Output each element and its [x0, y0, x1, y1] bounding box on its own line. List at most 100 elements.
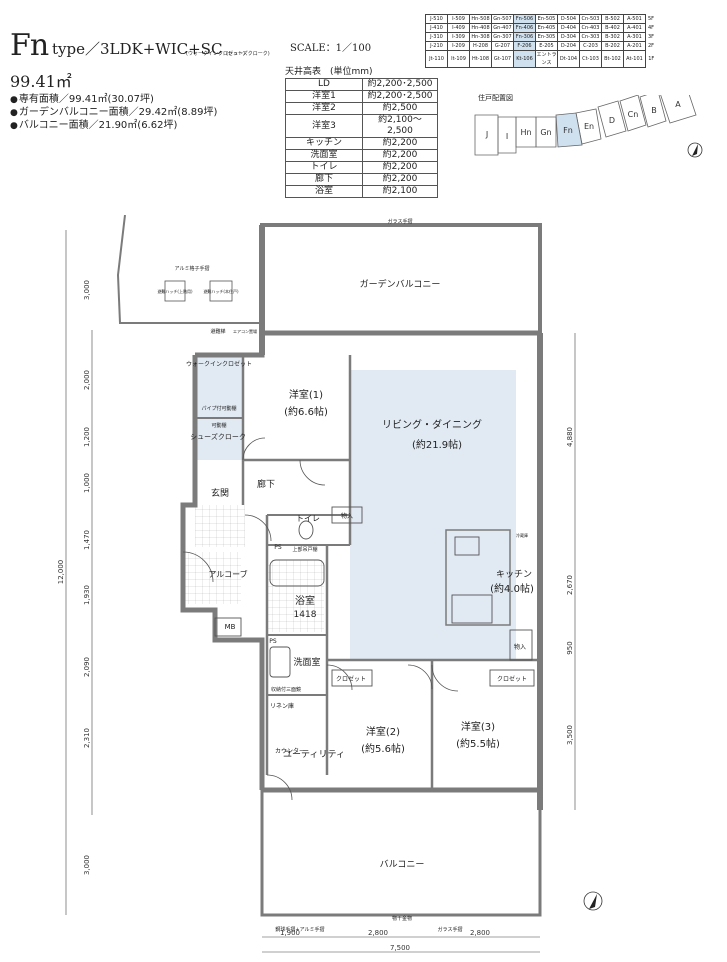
- floor-label: 1F: [648, 56, 655, 62]
- unit-cell: A-201: [623, 41, 646, 51]
- unit-cell: B-402: [601, 23, 624, 33]
- unit-cell: F-206: [513, 41, 536, 51]
- keymap-unit-i: [497, 116, 517, 154]
- ceiling-room: LD: [285, 78, 363, 91]
- area-balcony: バルコニー面積／21.90㎡(6.62坪): [10, 116, 178, 131]
- ceiling-height: 約2,200: [362, 137, 438, 150]
- sc-note: (シューズクローク): [226, 51, 270, 57]
- label-storage1: 物入: [341, 512, 353, 520]
- ceiling-room: 洋室1: [285, 90, 363, 103]
- ceiling-room: 廊下: [285, 173, 363, 186]
- label-living-size: (約21.9帖): [412, 438, 462, 451]
- label-utility: ユーティリティ: [283, 749, 345, 760]
- unit-cell: J-210: [425, 41, 448, 51]
- unit-cell: Hn-508: [469, 14, 492, 24]
- unit-cell: B-302: [601, 32, 624, 42]
- dim-left-value: 2,000: [83, 370, 91, 390]
- ceiling-height: 約2,200: [362, 173, 438, 186]
- label-evac-label: 避難梯: [210, 328, 225, 335]
- ceiling-height: 約2,100～2,500: [362, 114, 438, 138]
- highlight-areas: [195, 355, 516, 660]
- label-kitchen: キッチン: [496, 569, 532, 580]
- label-bottom-rail-left: 鋼球手摺+アルミ手摺: [275, 926, 324, 933]
- unit-cell: Gn-307: [491, 32, 514, 42]
- wic-floor-highlight: [195, 355, 243, 460]
- dim-left-value: 3,000: [83, 280, 91, 300]
- north-arrow-icon: [583, 891, 603, 911]
- area-total: 99.41㎡: [10, 72, 72, 91]
- unit-cell: Gn-407: [491, 23, 514, 33]
- keymap-unit-a: [660, 95, 697, 124]
- dim-bottom-value: 2,800: [368, 929, 388, 937]
- floor-label: 3F: [647, 34, 655, 40]
- dim-right-value: 2,670: [566, 575, 574, 595]
- toilet-bowl: [298, 520, 314, 540]
- unit-cell: Cn-403: [579, 23, 602, 33]
- keymap-unit-cn: [619, 95, 647, 132]
- unit-cell: C-203: [579, 41, 602, 51]
- label-shoes-cloak: シューズクローク: [190, 432, 246, 441]
- unit-cell: Fn-306: [513, 32, 536, 42]
- label-room1: 洋室(1): [289, 388, 323, 401]
- keymap-unit-j: [474, 114, 499, 156]
- keymap-label-j: J: [485, 130, 488, 139]
- mb-box: [214, 617, 242, 637]
- unit-cell: G-207: [491, 41, 514, 51]
- unit-cell: J-510: [425, 14, 448, 24]
- unit-cell: A-301: [623, 32, 646, 42]
- doors: [182, 437, 459, 801]
- living-floor-highlight: [350, 370, 516, 660]
- evac-hatches: [164, 280, 233, 302]
- unit-cell: I-509: [447, 14, 470, 24]
- sink: [454, 536, 480, 556]
- ceiling-room: 洋室3: [285, 114, 363, 138]
- dim-left-value: 3,000: [83, 855, 91, 875]
- floor-label: 5F: [647, 16, 655, 22]
- unit-cell: Kt-106: [513, 50, 536, 68]
- unit-cell: En-505: [535, 14, 558, 24]
- ceiling-height: 約2,200: [362, 149, 438, 162]
- label-balcony: バルコニー: [380, 859, 425, 870]
- ceiling-row: キッチン約2,200: [285, 137, 438, 150]
- north-arrow-icon: [687, 142, 703, 158]
- label-closet3: クロゼット: [497, 675, 527, 683]
- dim-left-value: 2,310: [83, 728, 91, 748]
- ceiling-row: トイレ約2,200: [285, 161, 438, 174]
- label-alcove: アルコーブ: [208, 569, 247, 579]
- unit-cell: Gn-507: [491, 14, 514, 24]
- dim-bottom-value: 2,800: [470, 929, 490, 937]
- label-counter: カウンター: [275, 747, 305, 755]
- keymap-unit-b: [639, 95, 667, 128]
- unit-cell: Ht-108: [469, 50, 492, 68]
- label-room1-size: (約6.6帖): [284, 405, 328, 418]
- type-name: Fn: [10, 28, 49, 63]
- unit-cell: B-502: [601, 14, 624, 24]
- label-closet2: クロゼット: [336, 675, 366, 683]
- ceiling-room: トイレ: [285, 161, 363, 174]
- unit-cell: I-409: [447, 23, 470, 33]
- keymap-unit-gn: [535, 116, 557, 148]
- unit-cell: Hn-308: [469, 32, 492, 42]
- ceiling-caption: 天井高表 (単位mm): [285, 67, 373, 77]
- label-walkin: ウォークインクロゼット: [186, 360, 252, 368]
- unit-cell: Cn-503: [579, 14, 602, 24]
- wic-note: (ウォークインクロゼット): [186, 51, 245, 57]
- unit-cell: J-310: [425, 32, 448, 42]
- unit-cell: Fn-406: [513, 23, 536, 33]
- unit-cell: I-309: [447, 32, 470, 42]
- storage1-box: [331, 506, 363, 524]
- label-bottom-rail-right: ガラス手摺: [438, 926, 463, 933]
- floor-label: 2F: [647, 43, 655, 49]
- walls: [116, 215, 543, 917]
- label-glass-rail-top: ガラス手摺: [388, 218, 413, 225]
- unit-cell: I-209: [447, 41, 470, 51]
- dim-right-value: 3,500: [566, 725, 574, 745]
- genkan-tile: [195, 505, 245, 547]
- closet3-box: [489, 669, 535, 687]
